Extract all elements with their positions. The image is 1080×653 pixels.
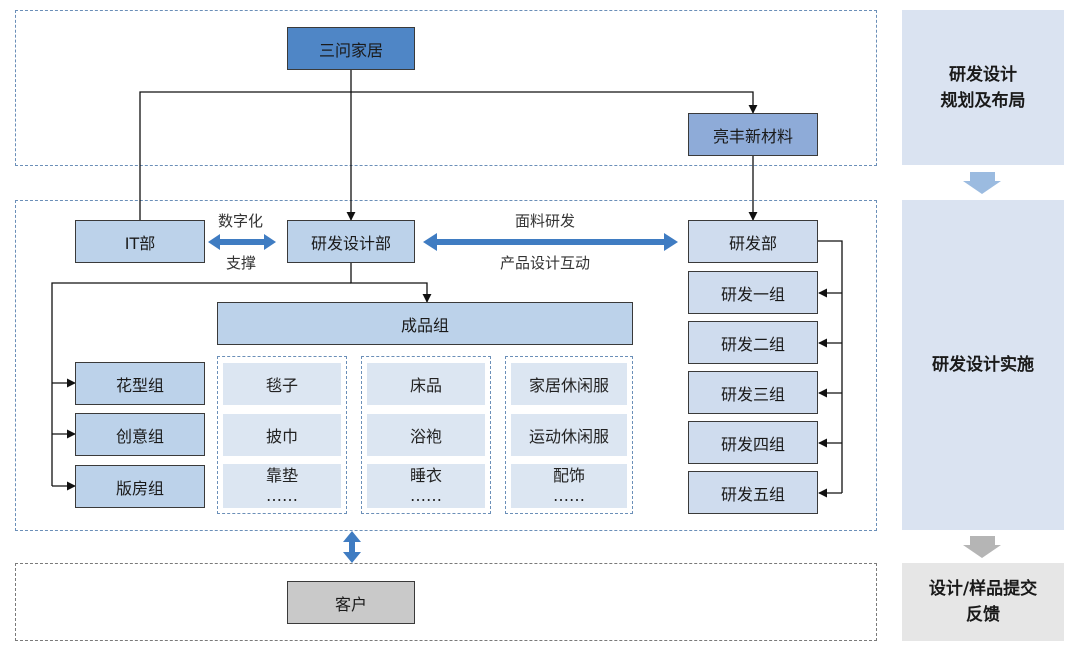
product-cell-shawl: 披巾 (223, 414, 341, 456)
product-cell-bedding: 床品 (367, 363, 485, 405)
rd-department-node: 研发部 (688, 220, 818, 263)
rd-group-3-node: 研发三组 (688, 371, 818, 414)
sample-room-group-node: 版房组 (75, 465, 205, 508)
product-cell-ellipsis: …… (410, 486, 442, 505)
link-label-support: 支撑 (226, 254, 257, 272)
product-cell-sportswear: 运动休闲服 (511, 414, 627, 456)
subsidiary-node: 亮丰新材料 (688, 113, 818, 156)
customer-node: 客户 (287, 581, 415, 624)
finished-group-node: 成品组 (217, 302, 633, 345)
region-implementation (15, 200, 877, 531)
product-cell-cushion: 靠垫 …… (223, 464, 341, 508)
product-cell-loungewear: 家居休闲服 (511, 363, 627, 405)
stage-panel-implementation (902, 200, 1064, 530)
stage-label-implementation: 研发设计实施 (932, 355, 1034, 375)
product-cell-bathrobe: 浴袍 (367, 414, 485, 456)
rd-group-4-node: 研发四组 (688, 421, 818, 464)
product-cell-accessories: 配饰 …… (511, 464, 627, 508)
company-node: 三问家居 (287, 27, 415, 70)
link-label-design-interaction: 产品设计互动 (500, 254, 591, 272)
product-cell-pajamas: 睡衣 …… (367, 464, 485, 508)
pattern-group-node: 花型组 (75, 362, 205, 405)
rd-group-5-node: 研发五组 (688, 471, 818, 514)
product-column-frame-1 (217, 356, 347, 514)
it-department-node: IT部 (75, 220, 205, 263)
stage-label-planning: 研发设计 规划及布局 (940, 64, 1026, 111)
product-cell-accessories-label: 配饰 (552, 466, 585, 485)
stage-label-feedback: 设计/样品提交 反馈 (928, 579, 1038, 625)
product-cell-ellipsis: …… (553, 486, 585, 505)
product-cell-pajamas-label: 睡衣 (409, 466, 442, 485)
creative-group-node: 创意组 (75, 413, 205, 456)
link-label-fabric-rd: 面料研发 (515, 212, 576, 230)
product-cell-cushion-label: 靠垫 (265, 466, 298, 485)
rd-design-department-node: 研发设计部 (287, 220, 415, 263)
region-feedback (15, 563, 877, 641)
rd-group-1-node: 研发一组 (688, 271, 818, 314)
product-column-frame-2 (361, 356, 491, 514)
product-cell-blanket: 毯子 (223, 363, 341, 405)
stage-panel-planning (902, 10, 1064, 165)
stage-panel-feedback (902, 563, 1064, 641)
rd-group-2-node: 研发二组 (688, 321, 818, 364)
product-column-frame-3 (505, 356, 633, 514)
link-label-digital: 数字化 (218, 212, 264, 230)
region-planning (15, 10, 877, 166)
product-cell-ellipsis: …… (266, 486, 298, 505)
